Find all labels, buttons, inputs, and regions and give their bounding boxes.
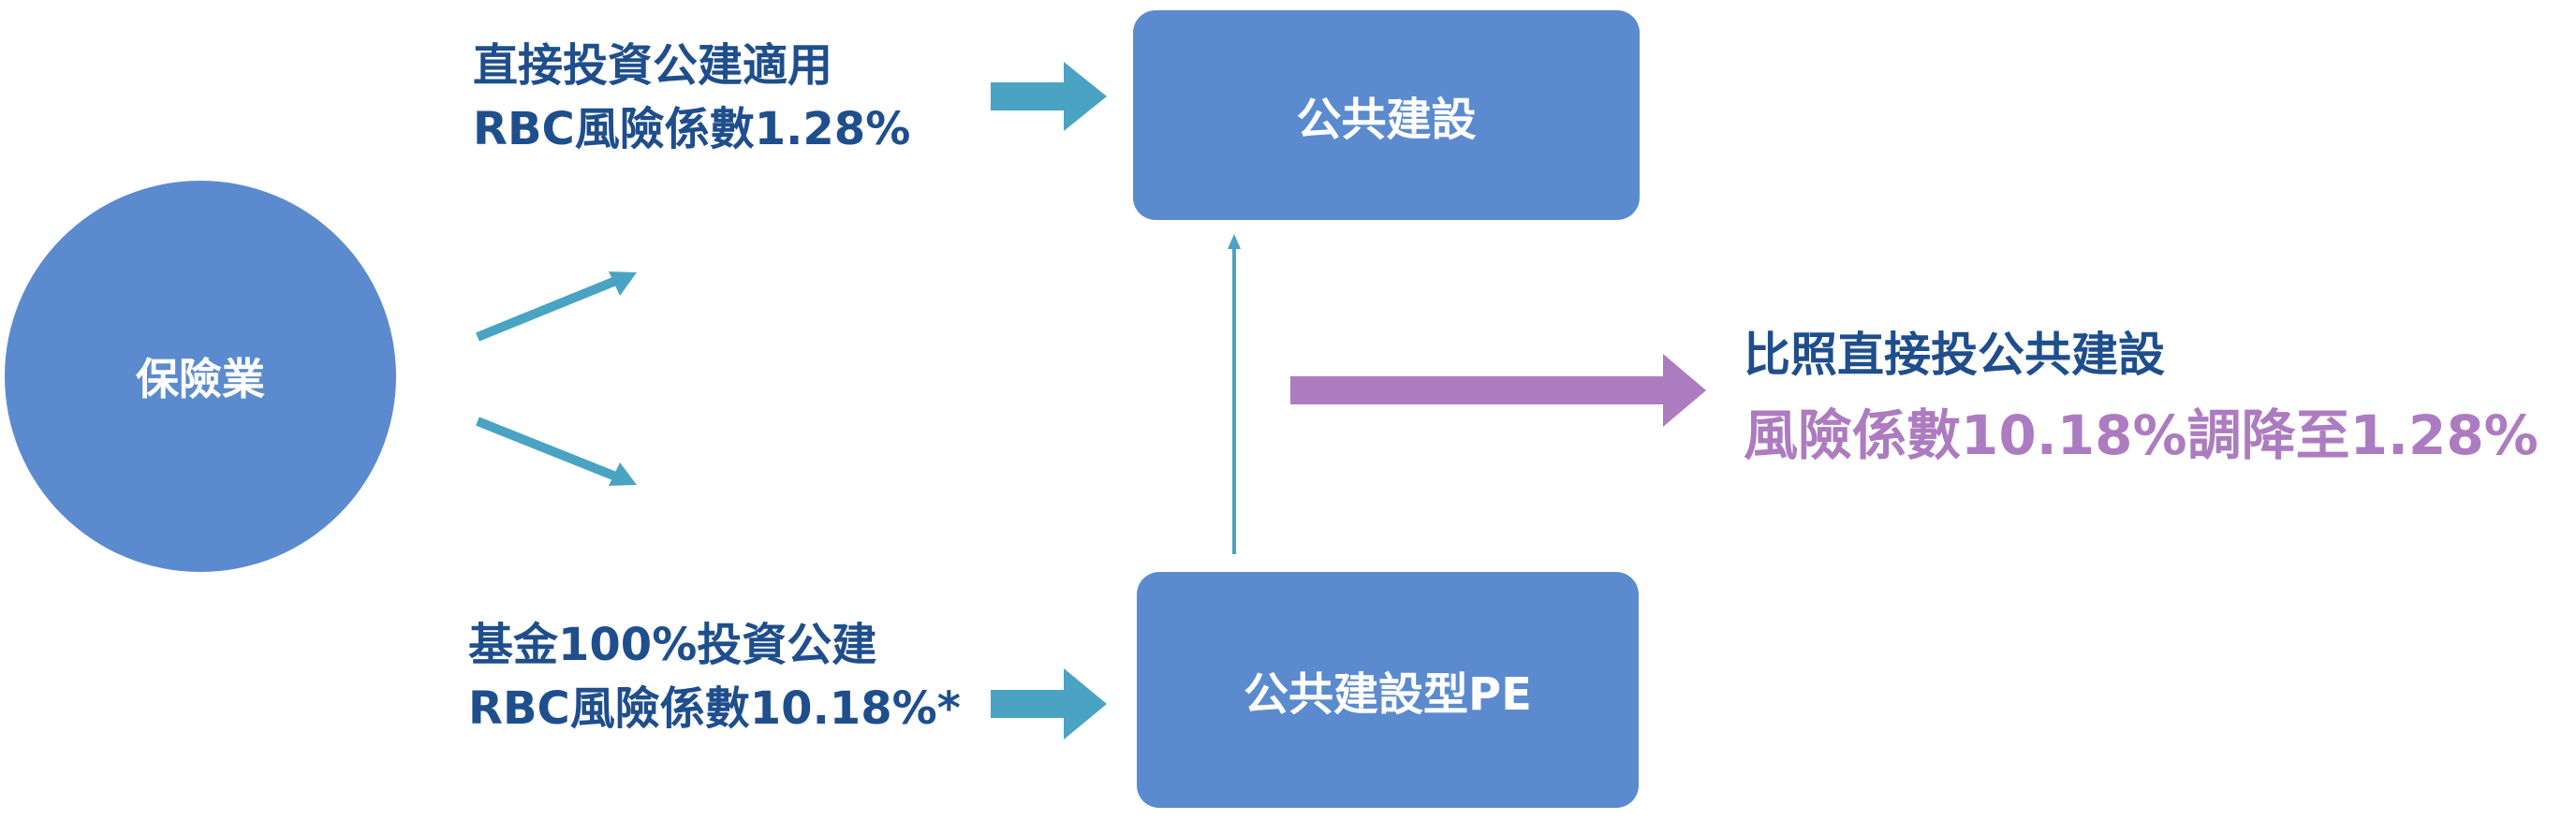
arrow-pe-to-public-construction bbox=[1228, 234, 1241, 554]
arrow-insurer-to-public-construction bbox=[476, 271, 637, 342]
public-construction-node: 公共建設 bbox=[1133, 10, 1640, 220]
result-label: 比照直接投公共建設 風險係數10.18%調降至1.28% bbox=[1744, 315, 2539, 476]
result-line1: 比照直接投公共建設 bbox=[1744, 328, 2165, 382]
public-construction-pe-label: 公共建設型PE bbox=[1244, 668, 1532, 721]
fund-investment-label: 基金100%投資公建 RBC風險係數10.18%* bbox=[468, 613, 961, 740]
result-line2: 風險係數10.18%調降至1.28% bbox=[1744, 403, 2539, 467]
fund-investment-line2: RBC風險係數10.18%* bbox=[468, 682, 961, 735]
direct-investment-line1: 直接投資公建適用 bbox=[473, 39, 833, 92]
arrow-fund-to-pe bbox=[991, 668, 1107, 740]
arrow-result bbox=[1290, 354, 1706, 427]
direct-investment-line2: RBC風險係數1.28% bbox=[473, 103, 911, 155]
arrow-direct-to-public-construction bbox=[991, 62, 1107, 131]
public-construction-pe-node: 公共建設型PE bbox=[1137, 572, 1639, 808]
insurer-node: 保險業 bbox=[5, 181, 396, 572]
public-construction-label: 公共建設 bbox=[1296, 94, 1477, 146]
insurer-label: 保險業 bbox=[136, 354, 265, 404]
fund-investment-line1: 基金100%投資公建 bbox=[468, 619, 877, 671]
arrow-insurer-to-pe bbox=[476, 417, 637, 486]
direct-investment-label: 直接投資公建適用 RBC風險係數1.28% bbox=[473, 34, 910, 161]
